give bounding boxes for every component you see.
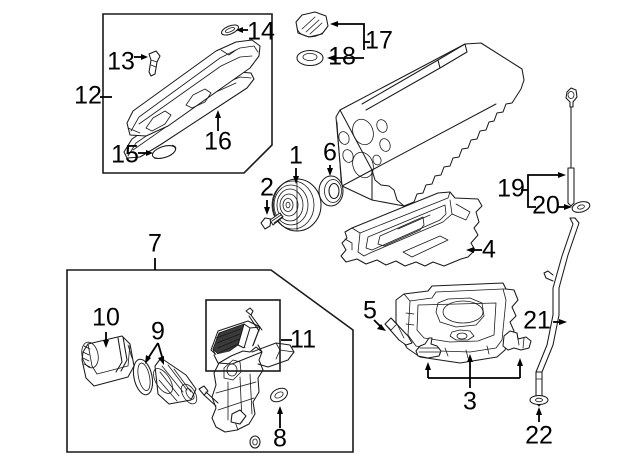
callout-leader-17 — [330, 21, 370, 50]
part-valve-cover — [126, 39, 261, 137]
part-oil-filler-cap-seal — [296, 49, 324, 67]
part-oil-cooler — [210, 307, 263, 365]
callout-label-16: 16 — [204, 128, 232, 156]
callout-label-12: 12 — [74, 82, 102, 110]
callout-leader-22 — [536, 407, 542, 422]
callout-label-20: 20 — [532, 192, 560, 220]
callout-leader-16 — [215, 110, 221, 131]
callout-label-21: 21 — [523, 307, 551, 335]
callout-label-9: 9 — [151, 318, 165, 346]
oil-cooler-group-box — [205, 299, 281, 372]
callout-label-8: 8 — [273, 425, 287, 453]
part-front-crankshaft-seal — [318, 175, 344, 207]
part-oil-pump-o-ring — [270, 387, 288, 403]
callout-label-19: 19 — [497, 175, 525, 203]
part-valve-cover-grommet — [220, 24, 240, 36]
part-spark-plug-tube-seal — [151, 144, 177, 159]
callout-label-2: 2 — [260, 174, 274, 202]
callout-leader-20 — [558, 204, 572, 210]
part-dipstick-tube-o-ring — [529, 394, 549, 406]
callout-leader-1 — [293, 168, 299, 184]
callout-leader-4 — [466, 247, 482, 253]
callout-leader-5 — [373, 319, 386, 331]
callout-label-1: 1 — [289, 142, 303, 170]
part-oil-pan-dowel-pin — [384, 317, 413, 346]
callout-leader-6 — [327, 165, 333, 176]
callout-label-22: 22 — [525, 422, 553, 450]
callout-label-7: 7 — [148, 230, 162, 258]
callout-leader-9 — [145, 342, 164, 365]
callout-label-17: 17 — [365, 27, 393, 55]
callout-leader-21 — [553, 319, 567, 325]
part-crankshaft-pulley-damper — [271, 178, 322, 232]
callout-leader-8 — [277, 406, 283, 428]
callout-leader-2 — [264, 200, 270, 215]
part-oil-level-dipstick — [565, 87, 578, 207]
callout-leader-14 — [236, 27, 248, 33]
callout-label-6: 6 — [323, 139, 337, 167]
part-valve-cover-bolt — [148, 50, 161, 77]
part-pulley-bolt — [260, 212, 284, 230]
callout-leader-3 — [425, 354, 523, 388]
callout-label-18: 18 — [328, 43, 356, 71]
oil-filter-pump-group-box — [66, 269, 354, 453]
part-engine-cylinder-block — [335, 42, 525, 207]
valve-cover-group-box — [102, 13, 273, 174]
callout-label-3: 3 — [463, 388, 477, 416]
callout-leader-15 — [138, 150, 153, 156]
callout-leader-19 — [521, 172, 566, 208]
callout-leader-13 — [134, 54, 148, 60]
part-dipstick-seal — [571, 201, 591, 213]
callout-label-11: 11 — [290, 326, 316, 354]
callout-label-13: 13 — [107, 48, 135, 76]
callout-label-10: 10 — [92, 304, 120, 332]
part-oil-pan-drain-plug-group — [415, 330, 532, 359]
part-oil-filler-cap — [295, 11, 329, 38]
callout-leader-10 — [103, 332, 109, 348]
callout-leader-18 — [327, 55, 364, 61]
part-lower-oil-pan — [395, 282, 519, 364]
part-upper-oil-pan — [340, 191, 483, 267]
callout-label-15: 15 — [111, 141, 139, 169]
part-oil-filter-element-and-seal — [132, 357, 198, 405]
part-oil-pump-assembly — [198, 342, 295, 449]
callout-label-5: 5 — [363, 297, 377, 325]
callout-label-14: 14 — [247, 18, 275, 46]
callout-label-4: 4 — [482, 236, 496, 264]
